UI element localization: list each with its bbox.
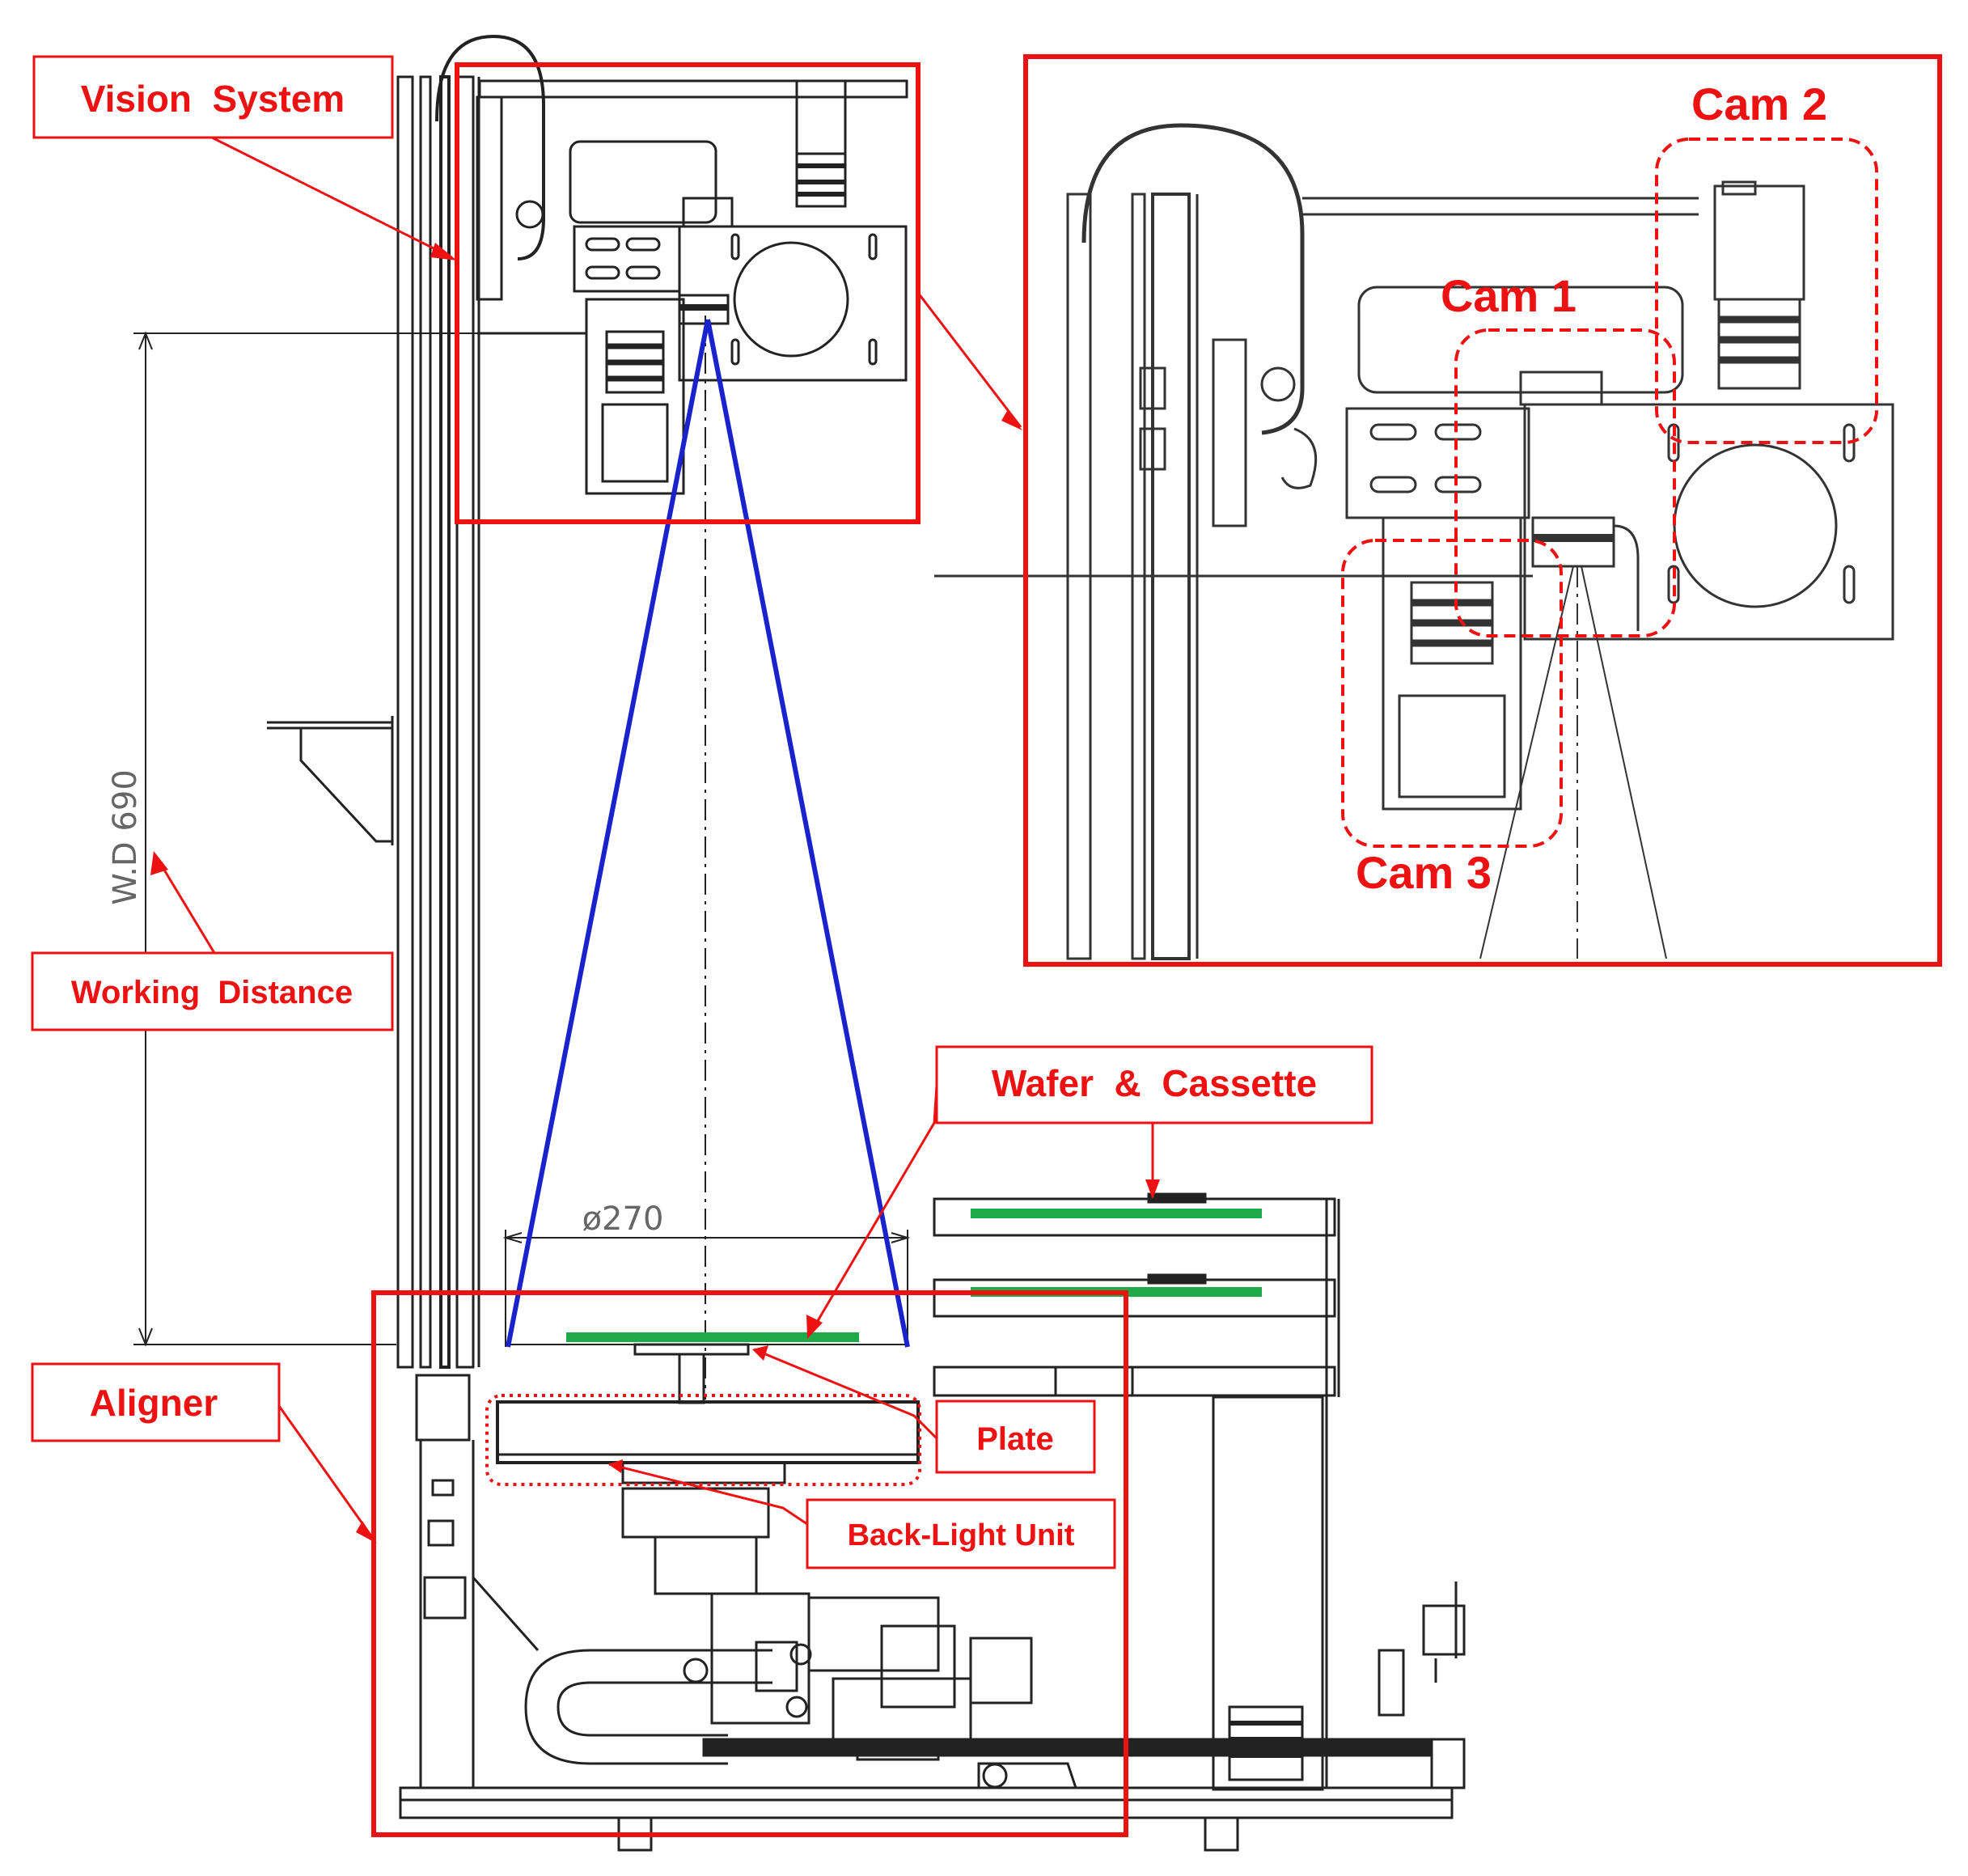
- vision-system-label-box: [32, 55, 394, 139]
- wafer-arrow: [809, 1085, 938, 1334]
- cam3-dashed-box: [1341, 539, 1563, 848]
- cam2-dashed-box: [1655, 138, 1878, 444]
- vision-system-box: [455, 62, 921, 524]
- dashed-highlights: [1341, 138, 1878, 848]
- aligner-box: [371, 1290, 1128, 1837]
- label-boxes: [31, 55, 1373, 1569]
- plate-label: Plate: [976, 1421, 1054, 1457]
- inset-drawing: [934, 123, 1894, 960]
- working-distance-label: Working Distance: [71, 975, 353, 1010]
- highlight-boxes: [371, 54, 1942, 1837]
- annotation-arrows: [150, 136, 1160, 1544]
- cam1-label: Cam 1: [1441, 270, 1577, 321]
- aligner-label: Aligner: [90, 1382, 218, 1424]
- aligner-arrow: [277, 1405, 375, 1540]
- vision-system-arrow: [211, 136, 452, 259]
- vision-system-label: Vision System: [81, 78, 345, 120]
- wafer-cassette-label-box: [935, 1045, 1373, 1124]
- zoom-arrow: [916, 292, 1022, 428]
- backlight-arrow: [608, 1463, 808, 1526]
- plate-arrow: [753, 1348, 938, 1440]
- inset-zoom-box: [1023, 54, 1942, 967]
- working-distance-label-box: [31, 951, 394, 1031]
- aligner-label-box: [31, 1362, 281, 1442]
- diameter-dimension: ø270: [582, 1201, 664, 1238]
- working-distance-arrow: [156, 858, 216, 954]
- wafer-cassette-label: Wafer & Cassette: [992, 1062, 1317, 1104]
- machine-drawing: [133, 34, 1466, 1852]
- cam2-label: Cam 2: [1691, 78, 1827, 129]
- plate-label-box: [935, 1400, 1096, 1474]
- field-of-view-cone: [506, 319, 910, 1348]
- backlight-dotted-box: [485, 1394, 921, 1486]
- working-distance-dimension: W.D 690: [107, 769, 144, 905]
- cam3-label: Cam 3: [1356, 847, 1492, 898]
- backlight-unit-label: Back-Light Unit: [848, 1518, 1075, 1552]
- cam1-dashed-box: [1454, 328, 1676, 637]
- backlight-label-box: [806, 1498, 1116, 1569]
